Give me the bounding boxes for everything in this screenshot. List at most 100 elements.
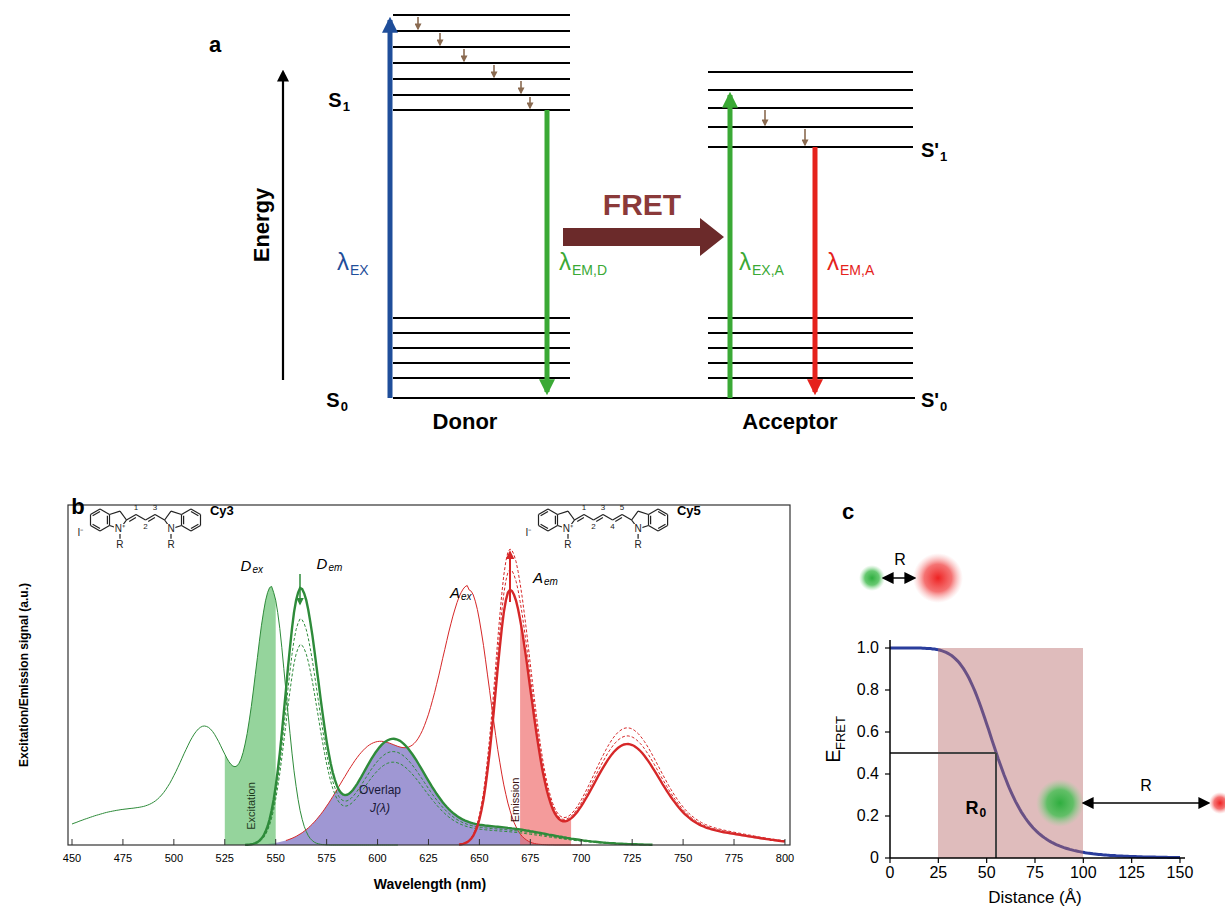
stroke (182, 526, 192, 532)
molecule-label: Acceptor (742, 411, 837, 433)
tick-label: 0.2 (857, 808, 879, 824)
stroke (377, 839, 378, 845)
tick-label: 150 (1167, 865, 1194, 881)
stroke (428, 839, 429, 845)
jablonski-diagram (283, 15, 915, 398)
subscript: ex (252, 565, 263, 575)
axis-label: FRET (834, 716, 847, 750)
donor-excitation-curve (72, 586, 398, 845)
tick-label: 450 (63, 853, 81, 864)
overlap-area (255, 742, 632, 845)
spectra-plot (68, 505, 790, 845)
tick-label: 750 (674, 853, 692, 864)
panel-letter: b (71, 496, 84, 518)
acceptor-emission-curve (459, 549, 785, 845)
tick-label: 0.6 (857, 724, 879, 740)
stroke (558, 511, 569, 514)
atom-number: 1 (582, 504, 586, 512)
tick-label: 100 (1070, 865, 1097, 881)
stroke (182, 509, 192, 515)
stroke (136, 515, 146, 521)
atom-number: 2 (591, 523, 595, 531)
atom-number: 4 (610, 523, 614, 531)
stroke (93, 524, 100, 528)
stroke (650, 516, 651, 525)
wavelength-label: λ (827, 250, 839, 274)
state-label: S (326, 390, 339, 410)
stroke (120, 511, 127, 520)
acceptor-dot (913, 553, 963, 603)
stroke (72, 839, 73, 845)
stroke (191, 511, 198, 515)
stroke (658, 511, 665, 515)
subscript: em (544, 577, 558, 587)
stroke (110, 511, 121, 514)
wavelength-label: λ (559, 250, 571, 274)
stroke (1131, 858, 1132, 863)
axis-label: Wavelength (nm) (374, 877, 486, 891)
stroke (648, 515, 649, 526)
stroke (100, 509, 110, 515)
acceptor-dot (1209, 792, 1225, 814)
atom-label: R (563, 540, 572, 550)
stroke (557, 515, 558, 526)
plot-frame (68, 505, 790, 845)
axis-label: E (823, 749, 843, 762)
cyanine-structure (91, 509, 201, 539)
emission-band (520, 620, 571, 846)
tick-label: 1.0 (857, 640, 879, 656)
stroke (596, 518, 603, 522)
stroke (148, 518, 155, 522)
subscript: 0 (980, 807, 987, 819)
stroke (1034, 858, 1035, 863)
tick-label: 675 (521, 853, 539, 864)
stroke (555, 516, 556, 525)
stroke (191, 524, 198, 528)
atom-label: N⁺ (562, 524, 574, 534)
tick-label: 50 (978, 865, 996, 881)
subscript: 1 (343, 100, 350, 113)
stroke (632, 839, 633, 845)
stroke (100, 526, 110, 532)
stroke (667, 515, 668, 526)
acceptor-emission-curve (459, 569, 785, 844)
tick-label: 775 (725, 853, 743, 864)
stroke (165, 511, 171, 520)
stroke (584, 515, 594, 521)
stroke (181, 515, 182, 526)
stroke (530, 839, 531, 845)
atom-label: R (633, 540, 642, 550)
distance-label: R (1140, 778, 1152, 794)
stroke (122, 839, 123, 845)
tick-label: 625 (419, 853, 437, 864)
stroke (107, 516, 108, 525)
stroke (275, 839, 276, 845)
axis-label: Energy (251, 188, 273, 263)
axis-label: Distance (Å) (988, 889, 1082, 906)
stroke (326, 839, 327, 845)
subscript: 1 (940, 150, 947, 163)
stroke (889, 858, 890, 863)
atom-label: N (166, 524, 175, 534)
stroke (146, 515, 156, 521)
tick-label: 650 (470, 853, 488, 864)
stroke (541, 511, 548, 515)
spectrum-label: D (317, 556, 328, 571)
stroke (129, 518, 136, 522)
stroke (885, 815, 890, 816)
tick-label: 0 (870, 850, 879, 866)
tick-label: 500 (165, 853, 183, 864)
tick-label: 125 (1118, 865, 1145, 881)
state-label: S' (921, 390, 939, 410)
state-label: S (328, 90, 341, 110)
subscript: EX,A (752, 263, 784, 277)
stroke (581, 839, 582, 845)
spectrum-label: D (241, 558, 252, 573)
stroke (479, 839, 480, 845)
atom-number: 3 (601, 504, 605, 512)
tick-label: 75 (1026, 865, 1044, 881)
wavelength-label: λ (739, 250, 751, 274)
stroke (594, 515, 604, 521)
acceptor-emission-curve (459, 590, 785, 845)
